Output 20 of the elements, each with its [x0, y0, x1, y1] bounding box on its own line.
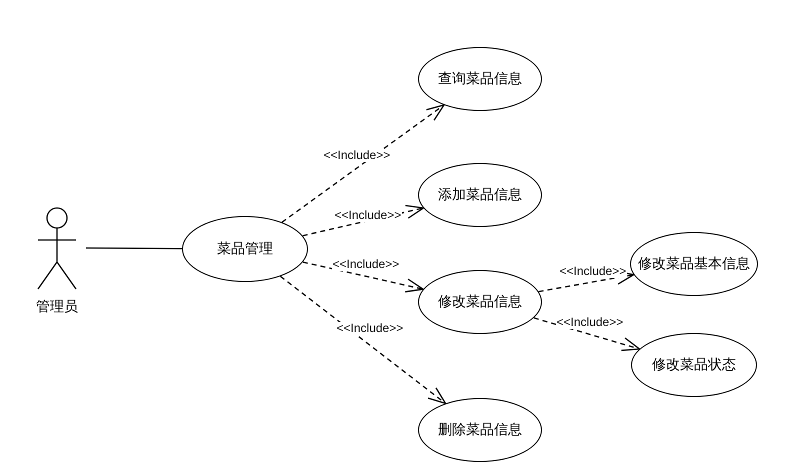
use-case-ellipse: 添加菜品信息 [418, 163, 542, 227]
use-case-ellipse: 删除菜品信息 [418, 398, 542, 462]
dashed-arrow [280, 276, 446, 404]
use-case-ellipse: 修改菜品信息 [418, 270, 542, 334]
use-case-ellipse: 查询菜品信息 [418, 47, 542, 111]
use-case-ellipse: 菜品管理 [182, 216, 308, 282]
edge-label: <<Include>> [334, 208, 402, 222]
dashed-arrow [534, 317, 640, 352]
edge-label: <<Include>> [332, 258, 400, 270]
dashed-arrow [302, 261, 424, 292]
line [86, 247, 182, 250]
edge-label: <<Include>> [336, 322, 404, 334]
edge-label: <<Include>> [556, 316, 624, 328]
use-case-ellipse: 修改菜品基本信息 [630, 232, 758, 296]
edge-label: <<Include>> [322, 148, 392, 162]
dashed-arrow [538, 270, 634, 292]
use-case-ellipse: 修改菜品状态 [631, 333, 757, 397]
edge-label: <<Include>> [558, 264, 628, 278]
dashed-arrow [282, 104, 445, 223]
actor-label: 管理员 [35, 297, 79, 315]
